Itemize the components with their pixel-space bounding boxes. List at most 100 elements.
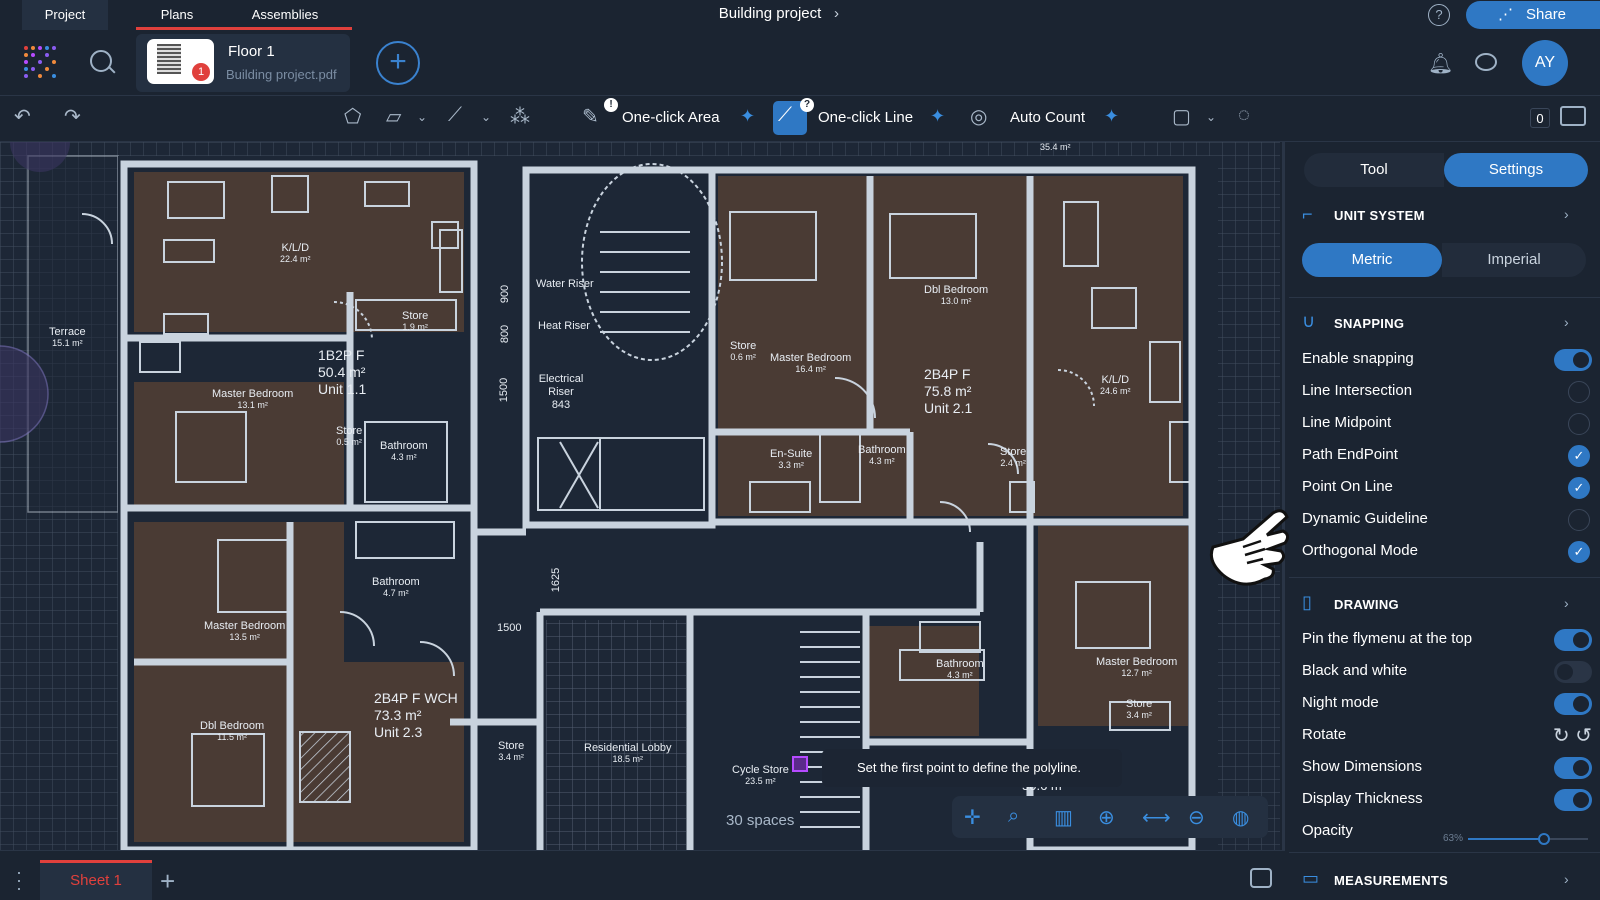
count-icon[interactable]: ⁂ — [510, 106, 530, 128]
tab-assemblies[interactable]: Assemblies — [251, 7, 319, 22]
measure-line-icon[interactable]: ⟋ — [448, 104, 462, 126]
option-opacity: Opacity — [1302, 815, 1592, 847]
line-midpoint-check[interactable] — [1568, 413, 1590, 435]
share-button[interactable]: ⋰Share — [1466, 1, 1600, 29]
dynamic-guideline-check[interactable] — [1568, 509, 1590, 531]
black-white-toggle[interactable] — [1554, 661, 1592, 683]
option-label: Black and white — [1302, 662, 1408, 679]
chevron-right-icon[interactable]: › — [1564, 871, 1569, 887]
vertical-scrollbar[interactable] — [1282, 142, 1285, 850]
option-label: Enable snapping — [1302, 350, 1414, 367]
logo-dot — [45, 67, 49, 71]
active-tab-underline — [136, 27, 352, 30]
one-click-area-icon: ✎ — [582, 106, 599, 128]
selection-count: 0 — [1530, 108, 1550, 128]
logo-dot — [52, 74, 56, 78]
search-icon[interactable] — [90, 50, 112, 72]
add-floor-button[interactable]: + — [376, 41, 420, 85]
document-icon: ▯ — [1302, 592, 1312, 612]
tab-plans[interactable]: Plans — [160, 7, 194, 22]
undo-icon[interactable]: ↶ — [14, 106, 31, 128]
section-measurements[interactable]: MEASUREMENTS — [1334, 873, 1449, 888]
fit-screen-icon[interactable]: ✛ — [964, 807, 981, 829]
logo-dot — [24, 53, 28, 57]
more-vertical-icon[interactable]: ··· — [16, 862, 22, 898]
zoom-out-icon[interactable]: ⊖ — [1188, 807, 1205, 829]
chevron-right-icon[interactable]: › — [1564, 314, 1569, 330]
opacity-value: 63% — [1443, 833, 1464, 844]
line-intersection-check[interactable] — [1568, 381, 1590, 403]
option-black-white: Black and white — [1302, 655, 1592, 687]
logo-dot — [24, 60, 28, 64]
help-icon[interactable]: ? — [1428, 4, 1450, 26]
comments-icon[interactable] — [1475, 53, 1497, 71]
auto-count-label[interactable]: Auto Count — [1010, 109, 1086, 126]
chevron-right-icon[interactable]: › — [1564, 595, 1569, 611]
sheet-tab[interactable]: Sheet 1 — [40, 860, 152, 900]
project-title[interactable]: Building project — [718, 5, 822, 22]
section-drawing[interactable]: DRAWING — [1334, 597, 1399, 612]
option-night-mode: Night mode — [1302, 687, 1592, 719]
magnet-icon: ∪ — [1302, 311, 1316, 331]
metric-option[interactable]: Metric — [1302, 243, 1442, 277]
logo-dot — [38, 46, 42, 50]
chat-icon[interactable] — [1250, 868, 1272, 888]
view-controls — [952, 796, 1268, 838]
opacity-slider-thumb[interactable] — [1537, 833, 1550, 845]
zoom-area-icon[interactable]: ⌕ — [1008, 805, 1020, 827]
enable-snapping-toggle[interactable] — [1554, 349, 1592, 371]
divider — [1289, 852, 1600, 853]
ruler-icon: ⌐ — [1302, 204, 1313, 224]
app-logo-icon[interactable] — [24, 46, 56, 78]
option-label: Rotate — [1302, 726, 1347, 743]
redo-icon[interactable]: ↷ — [64, 106, 81, 128]
rotate-icon[interactable]: ↻ ↺ — [1552, 725, 1592, 747]
section-snapping[interactable]: SNAPPING — [1334, 316, 1405, 331]
point-on-line-check[interactable]: ✓ — [1568, 477, 1590, 499]
logo-dot — [52, 46, 56, 50]
imperial-option[interactable]: Imperial — [1442, 243, 1586, 277]
avatar[interactable]: AY — [1522, 40, 1568, 86]
comment-tool-icon[interactable]: ◌ — [1238, 104, 1250, 126]
show-dimensions-toggle[interactable] — [1554, 757, 1592, 779]
pin-flymenu-toggle[interactable] — [1554, 629, 1592, 651]
orthogonal-mode-check[interactable]: ✓ — [1568, 541, 1590, 563]
3d-view-icon[interactable]: ◍ — [1232, 807, 1250, 829]
screen-icon[interactable] — [1560, 106, 1586, 126]
option-label: Line Midpoint — [1302, 414, 1392, 431]
logo-dot — [45, 53, 49, 57]
fit-width-icon[interactable]: ⟷ — [1142, 807, 1171, 829]
option-label: Point On Line — [1302, 478, 1393, 495]
display-thickness-toggle[interactable] — [1554, 789, 1592, 811]
tab-project[interactable]: Project — [22, 0, 108, 30]
chevron-right-icon[interactable]: › — [834, 5, 839, 22]
option-line-midpoint: Line Midpoint — [1302, 407, 1592, 439]
tab-settings[interactable]: Settings — [1444, 153, 1588, 187]
one-click-line-icon: ⟋ — [778, 104, 792, 126]
area-shape-icon[interactable]: ▱ — [386, 106, 402, 128]
bell-icon[interactable]: 🔔︎ — [1428, 53, 1454, 75]
tab-tool[interactable]: Tool — [1304, 153, 1444, 187]
path-endpoint-check[interactable]: ✓ — [1568, 445, 1590, 467]
polygon-icon[interactable]: ⬠ — [344, 106, 362, 128]
help-badge-icon: ! — [604, 98, 618, 112]
floor-file: Building project.pdf — [226, 67, 337, 82]
auto-count-icon[interactable]: ◎ — [970, 106, 988, 128]
chevron-right-icon[interactable]: › — [1564, 206, 1569, 222]
help-badge-icon: ? — [800, 98, 814, 112]
top-bar — [0, 0, 1600, 30]
chevron-down-icon[interactable]: ⌄ — [481, 110, 492, 124]
one-click-line-label[interactable]: One-click Line — [818, 109, 914, 126]
night-mode-toggle[interactable] — [1554, 693, 1592, 715]
plan-canvas[interactable] — [0, 142, 1280, 850]
add-sheet-icon[interactable]: + — [160, 866, 176, 896]
divider — [1289, 297, 1600, 298]
chevron-down-icon[interactable]: ⌄ — [417, 110, 428, 124]
chevron-down-icon[interactable]: ⌄ — [1206, 110, 1217, 124]
logo-dot — [31, 46, 35, 50]
map-icon[interactable]: ▥ — [1054, 807, 1073, 829]
note-icon[interactable]: ▢ — [1172, 106, 1191, 128]
option-show-dimensions: Show Dimensions — [1302, 751, 1592, 783]
zoom-in-icon[interactable]: ⊕ — [1098, 807, 1115, 829]
section-unit-system[interactable]: UNIT SYSTEM — [1334, 208, 1425, 223]
